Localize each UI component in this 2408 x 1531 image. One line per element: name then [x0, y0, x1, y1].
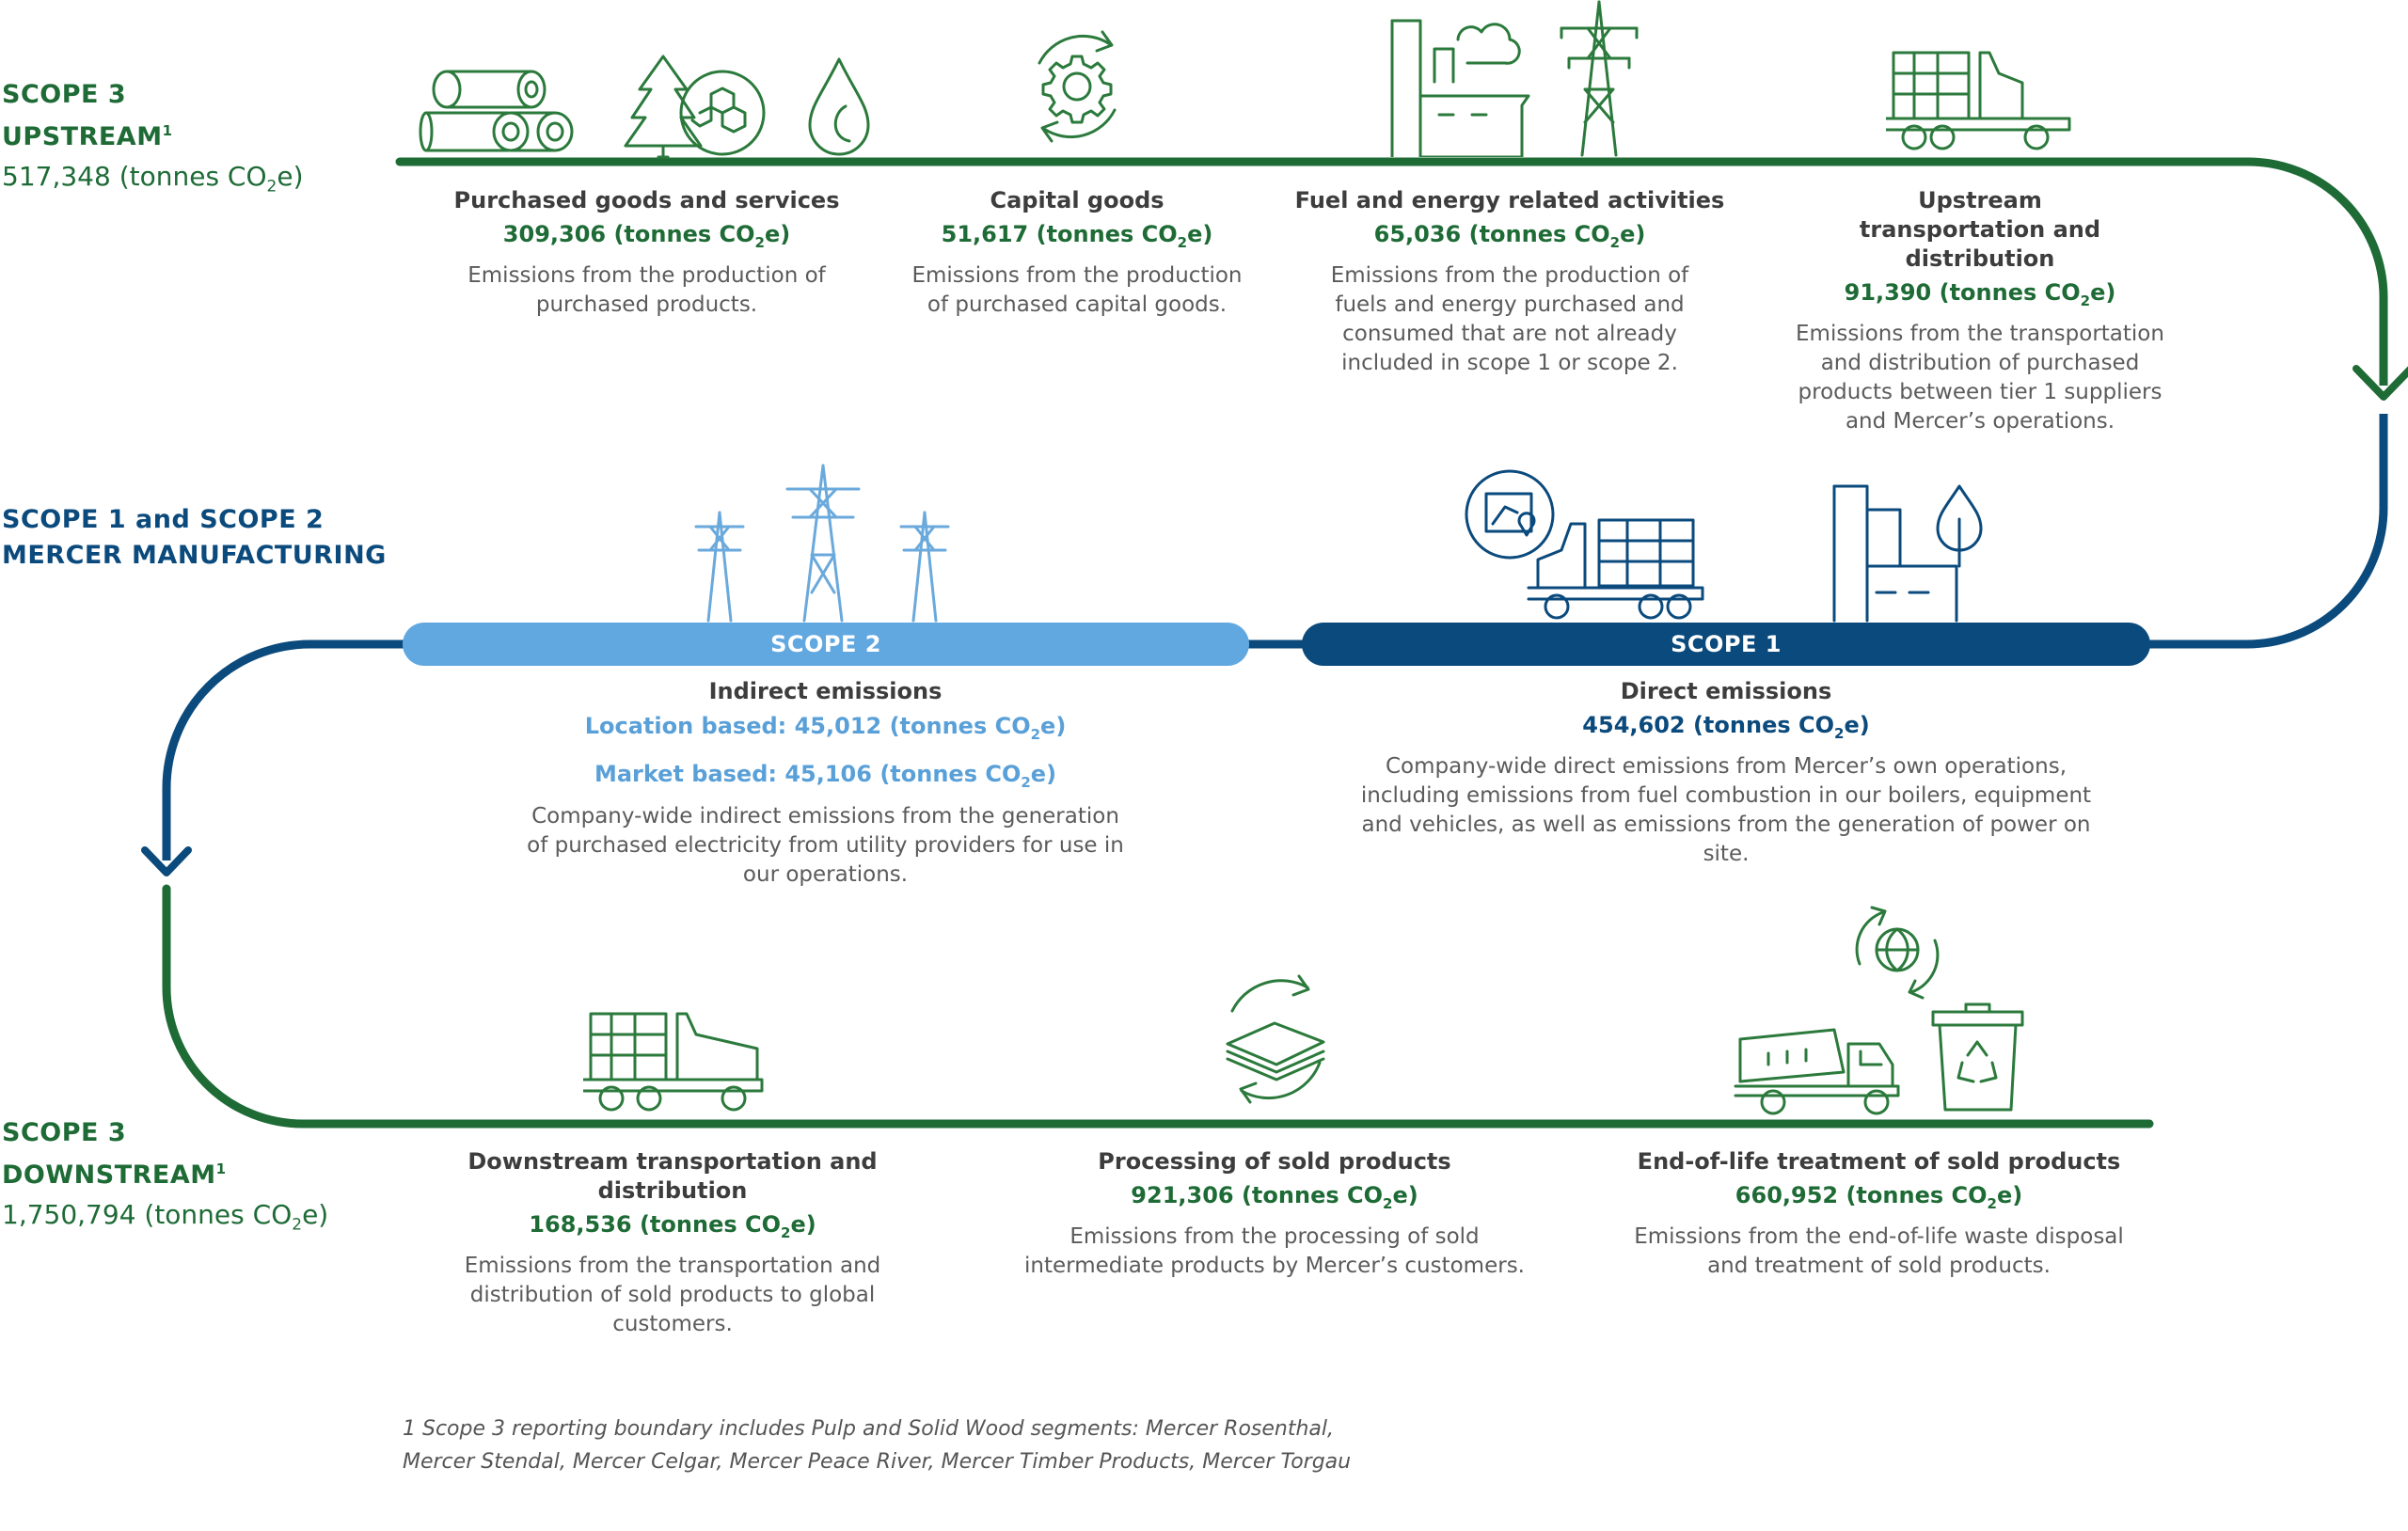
- paper-cycle-icon: [1226, 974, 1325, 1104]
- item-desc: Emissions from the production of fuels a…: [1330, 262, 1689, 375]
- scope2-market-value: Market based: 45,106 (tonnes CO2e): [594, 760, 1057, 791]
- item-desc: Emissions from the processing of sold in…: [1024, 1223, 1525, 1278]
- factory-drop-icon: [1832, 484, 1983, 623]
- log-truck-blue-icon: [1527, 518, 1704, 620]
- item-value: 921,306 (tonnes CO2e): [1131, 1182, 1418, 1212]
- scope1-value: 454,602 (tonnes CO2e): [1582, 712, 1870, 742]
- item-value: 660,952 (tonnes CO2e): [1735, 1182, 2023, 1212]
- item-value: 309,306 (tonnes CO2e): [502, 221, 791, 251]
- downstream-heading-line2: DOWNSTREAM: [2, 1160, 216, 1190]
- log-truck-downstream-icon: [583, 1012, 764, 1112]
- manufacturing-heading-line1: SCOPE 1 and SCOPE 2: [2, 505, 325, 534]
- molecule-icon: [679, 70, 766, 156]
- downstream-item-transportation: Downstream transportation and distributi…: [395, 1147, 950, 1339]
- downstream-heading-line1: SCOPE 3: [2, 1118, 127, 1147]
- scope2-title: Indirect emissions: [708, 678, 943, 704]
- downstream-item-processing: Processing of sold products 921,306 (ton…: [1011, 1147, 1538, 1281]
- manufacturing-heading: SCOPE 1 and SCOPE 2 MERCER MANUFACTURING: [2, 502, 387, 574]
- power-tower-icon: [1560, 0, 1639, 157]
- power-towers-icon: [694, 464, 950, 623]
- item-desc: Emissions from the production of purchas…: [911, 262, 1243, 317]
- footnote-line2: Mercer Stendal, Mercer Celgar, Mercer Pe…: [403, 1450, 1352, 1474]
- item-title: End-of-life treatment of sold products: [1637, 1148, 2121, 1175]
- item-value: 51,617 (tonnes CO2e): [941, 221, 1213, 251]
- drop-icon: [808, 57, 870, 156]
- factory-icon: [1390, 19, 1530, 157]
- scope1-desc: Company-wide direct emissions from Merce…: [1360, 753, 2092, 866]
- upstream-item-transportation: Upstream transportation and distribution…: [1778, 186, 2182, 436]
- item-title: Fuel and energy related activities: [1294, 187, 1725, 213]
- route-map-icon: [1465, 469, 1555, 560]
- gear-cycle-icon: [1038, 30, 1117, 143]
- dump-truck-icon: [1734, 1028, 1900, 1115]
- scope2-bar-label: SCOPE 2: [770, 631, 881, 657]
- item-desc: Emissions from the end-of-life waste dis…: [1634, 1223, 2124, 1278]
- scope2-details: Indirect emissions Location based: 45,01…: [517, 677, 1133, 890]
- item-title: Processing of sold products: [1098, 1148, 1451, 1175]
- downstream-sup: 1: [215, 1160, 227, 1177]
- recycling-bin-icon: [1931, 1002, 2024, 1112]
- scope1-bar-label: SCOPE 1: [1671, 631, 1782, 657]
- item-title: Upstream transportation and distribution: [1859, 187, 2101, 272]
- item-desc: Emissions from the production of purchas…: [467, 262, 826, 317]
- item-title: Capital goods: [990, 187, 1164, 213]
- scope2-location-value: Location based: 45,012 (tonnes CO2e): [584, 713, 1067, 743]
- item-title: Downstream transportation and distributi…: [467, 1148, 878, 1204]
- item-title: Purchased goods and services: [453, 187, 840, 213]
- item-value: 65,036 (tonnes CO2e): [1373, 221, 1646, 251]
- footnote-line1: 1 Scope 3 reporting boundary includes Pu…: [403, 1417, 1334, 1441]
- downstream-item-end-of-life: End-of-life treatment of sold products 6…: [1623, 1147, 2135, 1281]
- upstream-total: 517,348 (tonnes CO2e): [2, 161, 304, 197]
- upstream-sup: 1: [162, 122, 173, 139]
- item-value: 168,536 (tonnes CO2e): [529, 1211, 816, 1241]
- globe-recycle-icon: [1855, 906, 1940, 1000]
- upstream-item-fuel-energy: Fuel and energy related activities 65,03…: [1293, 186, 1726, 378]
- scope2-desc: Company-wide indirect emissions from the…: [527, 803, 1124, 887]
- manufacturing-heading-line2: MERCER MANUFACTURING: [2, 541, 387, 570]
- item-value: 91,390 (tonnes CO2e): [1844, 279, 2116, 309]
- logs-icon: [419, 70, 574, 152]
- log-truck-icon: [1886, 51, 2071, 150]
- scope2-bar: SCOPE 2: [403, 623, 1249, 666]
- downstream-heading: SCOPE 3 DOWNSTREAM1 1,750,794 (tonnes CO…: [2, 1115, 328, 1235]
- downstream-total: 1,750,794 (tonnes CO2e): [2, 1199, 329, 1235]
- item-desc: Emissions from the transportation and di…: [464, 1253, 881, 1336]
- upstream-item-capital-goods: Capital goods 51,617 (tonnes CO2e) Emiss…: [898, 186, 1256, 320]
- scope1-bar: SCOPE 1: [1302, 623, 2150, 666]
- upstream-heading-line1: SCOPE 3: [2, 80, 127, 109]
- tree-icon: [624, 55, 703, 159]
- scope1-details: Direct emissions 454,602 (tonnes CO2e) C…: [1350, 677, 2102, 869]
- upstream-heading: SCOPE 3 UPSTREAM1 517,348 (tonnes CO2e): [2, 77, 304, 197]
- scope1-title: Direct emissions: [1620, 678, 1832, 704]
- upstream-heading-line2: UPSTREAM: [2, 122, 163, 151]
- upstream-item-purchased-goods: Purchased goods and services 309,306 (to…: [442, 186, 851, 320]
- item-desc: Emissions from the transportation and di…: [1796, 321, 2164, 434]
- footnote: 1 Scope 3 reporting boundary includes Pu…: [403, 1413, 1719, 1478]
